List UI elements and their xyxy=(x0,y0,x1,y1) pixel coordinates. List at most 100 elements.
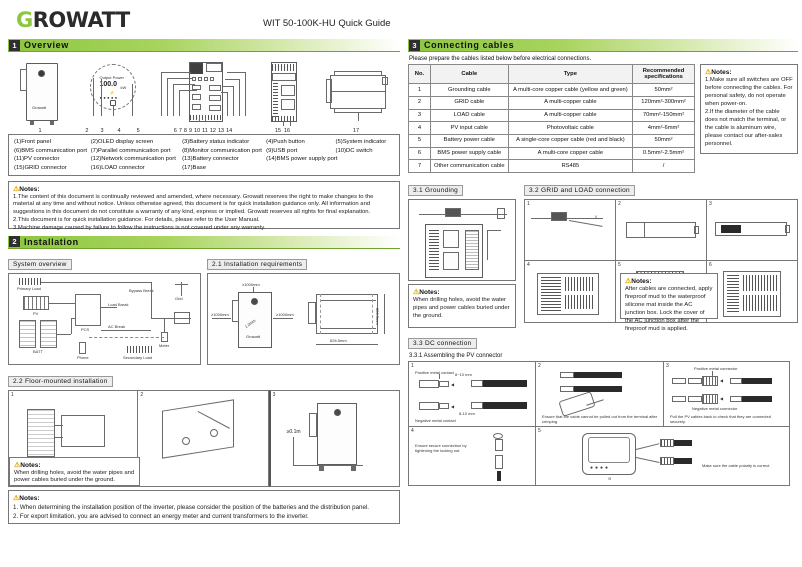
drill-note-1: When drilling holes, avoid the water pip… xyxy=(14,469,135,484)
figure-label-16: 16 xyxy=(284,128,291,134)
grounding-notes: ⚠Notes: When drilling holes, avoid the w… xyxy=(408,283,516,328)
cell-spec-1: 50mm² xyxy=(632,83,695,97)
growatt-logo: GROWATT xyxy=(16,8,130,32)
header-no: No. xyxy=(408,63,431,85)
warning-icon-drill: ⚠ xyxy=(14,461,21,469)
dc-step-1: 1 Positive metal contact 8~10 mm ◀ ◀ xyxy=(408,360,536,427)
system-overview-label: System overview xyxy=(8,258,72,270)
connecting-intro: Please prepare the cables listed below b… xyxy=(409,56,592,62)
dim-top: ≥1000mm xyxy=(242,281,260,287)
legend-item-13: (13)Battery connector xyxy=(182,156,239,162)
legend-item-2: (2)OLED display screen xyxy=(90,139,154,145)
cell-cable-2: GRID cable xyxy=(429,95,509,110)
grounding-note-1: When drilling holes, avoid the water pip… xyxy=(413,296,510,319)
dc-step-2: 2 Ensure that the cable cannot be pulled… xyxy=(536,360,664,427)
figure-connector-panel: 15 16 xyxy=(257,58,309,134)
figure-label-5: 5 xyxy=(136,128,140,134)
dim-width: 626.5mm xyxy=(330,337,347,343)
installation-notes-title: ⚠Notes: xyxy=(13,494,40,502)
cell-type-3: A multi-copper cable xyxy=(507,108,634,123)
oled-value: 100.0 xyxy=(99,81,118,88)
cell-type-7: RS485 xyxy=(507,159,634,173)
section-number-2: 2 xyxy=(9,236,20,247)
gridload-block: 1 // 2 3 xyxy=(524,198,798,332)
dc-step-5: 5 ●●●● ⊖ Make sure the cable polarity is… xyxy=(536,426,790,486)
cell-type-6: A multi-core copper cable xyxy=(507,146,634,161)
section-header-overview: 1 Overview xyxy=(8,39,400,52)
warning-icon-grounding: ⚠ xyxy=(413,288,420,296)
dc-caption-5: Make sure the cable polarity is correct. xyxy=(702,462,771,468)
install-requirements-label: 2.1 Installation requirements xyxy=(207,258,308,270)
label-grid: Grid xyxy=(175,295,183,301)
dc-row-1: 1 Positive metal contact 8~10 mm ◀ ◀ xyxy=(408,360,798,427)
label-pcs: PCS xyxy=(81,326,90,332)
figure-front-panel: Growatt 1 xyxy=(14,57,66,134)
gridload-step-2-num: 2 xyxy=(618,200,621,207)
figure-label-9: 9 xyxy=(188,128,193,134)
table-row: 7 Other communication cable RS485 / xyxy=(408,159,695,173)
cell-spec-3: 70mm²-150mm² xyxy=(632,108,695,123)
floor-step-2: 2 xyxy=(138,389,269,487)
gridload-step-6: 6 xyxy=(707,260,798,323)
gridload-note-1: After cables are connected, apply firepr… xyxy=(625,285,713,332)
section-header-installation: 2 Installation xyxy=(8,235,400,249)
section-header-connecting: 3 Connecting cables xyxy=(408,39,798,52)
figure-ports-panel: 6 7 8 9 10 11 12 13 14 xyxy=(159,58,247,134)
cell-cable-5: Battery power cable xyxy=(429,133,509,148)
legend-item-12: (12)Network communication port xyxy=(90,156,176,162)
cell-type-1: A multi-core copper cable (yellow and gr… xyxy=(507,83,634,97)
legend-item-9: (9)USB port xyxy=(266,147,298,154)
page-header: GROWATT WIT 50-100K-HU Quick Guide xyxy=(8,6,794,36)
dc-connection-block: 3.3 DC connection 3.3.1 Assembling the P… xyxy=(408,332,798,486)
cell-no-7: 7 xyxy=(408,159,431,173)
oled-unit: kW xyxy=(120,85,127,90)
legend-item-6: (6)BMS communication port xyxy=(14,147,88,154)
gridload-step-3: 3 xyxy=(707,198,798,261)
cell-spec-5: 50mm² xyxy=(632,133,695,148)
cell-no-6: 6 xyxy=(408,146,431,161)
dc-step-4: 4 Ensure secure connection by tightening… xyxy=(408,426,536,486)
legend-item-17: (17)Base xyxy=(182,164,206,171)
legend-item-4: (4)Push button xyxy=(266,139,305,145)
installation-notes: ⚠Notes: 1. When determining the installa… xyxy=(8,489,400,524)
figure-label-7: 7 xyxy=(178,128,182,134)
warning-icon-gridload: ⚠ xyxy=(625,277,632,285)
overview-note-1: 1.The content of this document is contin… xyxy=(13,193,374,216)
gridload-step-2: 2 xyxy=(616,198,707,261)
dc-step-3: 3 Positive metal connector ◀ ◀ xyxy=(664,360,790,427)
dc-dim-1: 8~10 mm xyxy=(455,371,472,377)
floor-step-2-num: 2 xyxy=(140,391,144,398)
dc-caption-3: Pull the PV cables back to check that th… xyxy=(670,413,771,425)
figure-label-11: 11 xyxy=(202,128,208,134)
warning-icon-cables: ⚠ xyxy=(705,69,712,76)
gridload-row-1: 1 // 2 3 xyxy=(524,198,798,261)
cell-cable-7: Other communication cable xyxy=(429,159,509,173)
grounding-block: ⚠Notes: When drilling holes, avoid the w… xyxy=(408,198,516,328)
figure-label-1: 1 xyxy=(38,128,42,134)
legend-item-16: (16)LOAD connector xyxy=(90,164,145,171)
gridload-step-1-num: 1 xyxy=(527,200,530,207)
system-overview-diagram: Primary Load PV BATT PCS Phone xyxy=(8,272,201,365)
logo-initial: G xyxy=(16,8,33,32)
floor-step-3: 3 ≥0.1m xyxy=(268,389,400,487)
cell-spec-6: 0.5mm²-2.5mm² xyxy=(632,146,695,161)
table-row: 5 Battery power cable A single-core copp… xyxy=(408,133,695,148)
legend-item-15: (15)GRID connector xyxy=(14,164,67,171)
floor-step-3-num: 3 xyxy=(272,391,276,398)
label-meter: Meter xyxy=(159,342,170,348)
gridload-notes-title: ⚠Notes: xyxy=(625,277,652,285)
label-pv: PV xyxy=(33,310,39,316)
dc-step-2-num: 2 xyxy=(538,362,541,369)
cell-no-4: 4 xyxy=(408,121,431,135)
installation-note-1: 1. When determining the installation pos… xyxy=(13,503,370,511)
right-column: 3 Connecting cables Please prepare the c… xyxy=(408,36,798,524)
section-title-installation: Installation xyxy=(24,236,79,247)
figure-label-13: 13 xyxy=(217,128,225,134)
floor-mounted-label: 2.2 Floor-mounted installation xyxy=(8,375,113,387)
cell-spec-2: 120mm²-300mm² xyxy=(632,95,695,110)
table-row: 3 LOAD cable A multi-copper cable 70mm²-… xyxy=(408,108,695,123)
overview-figures: Growatt 1 Output Power 100.0 kW ⚡ ●●●●● xyxy=(8,56,400,134)
label-batt: BATT xyxy=(33,348,43,354)
floor-dimension: ≥0.1m xyxy=(286,428,301,435)
